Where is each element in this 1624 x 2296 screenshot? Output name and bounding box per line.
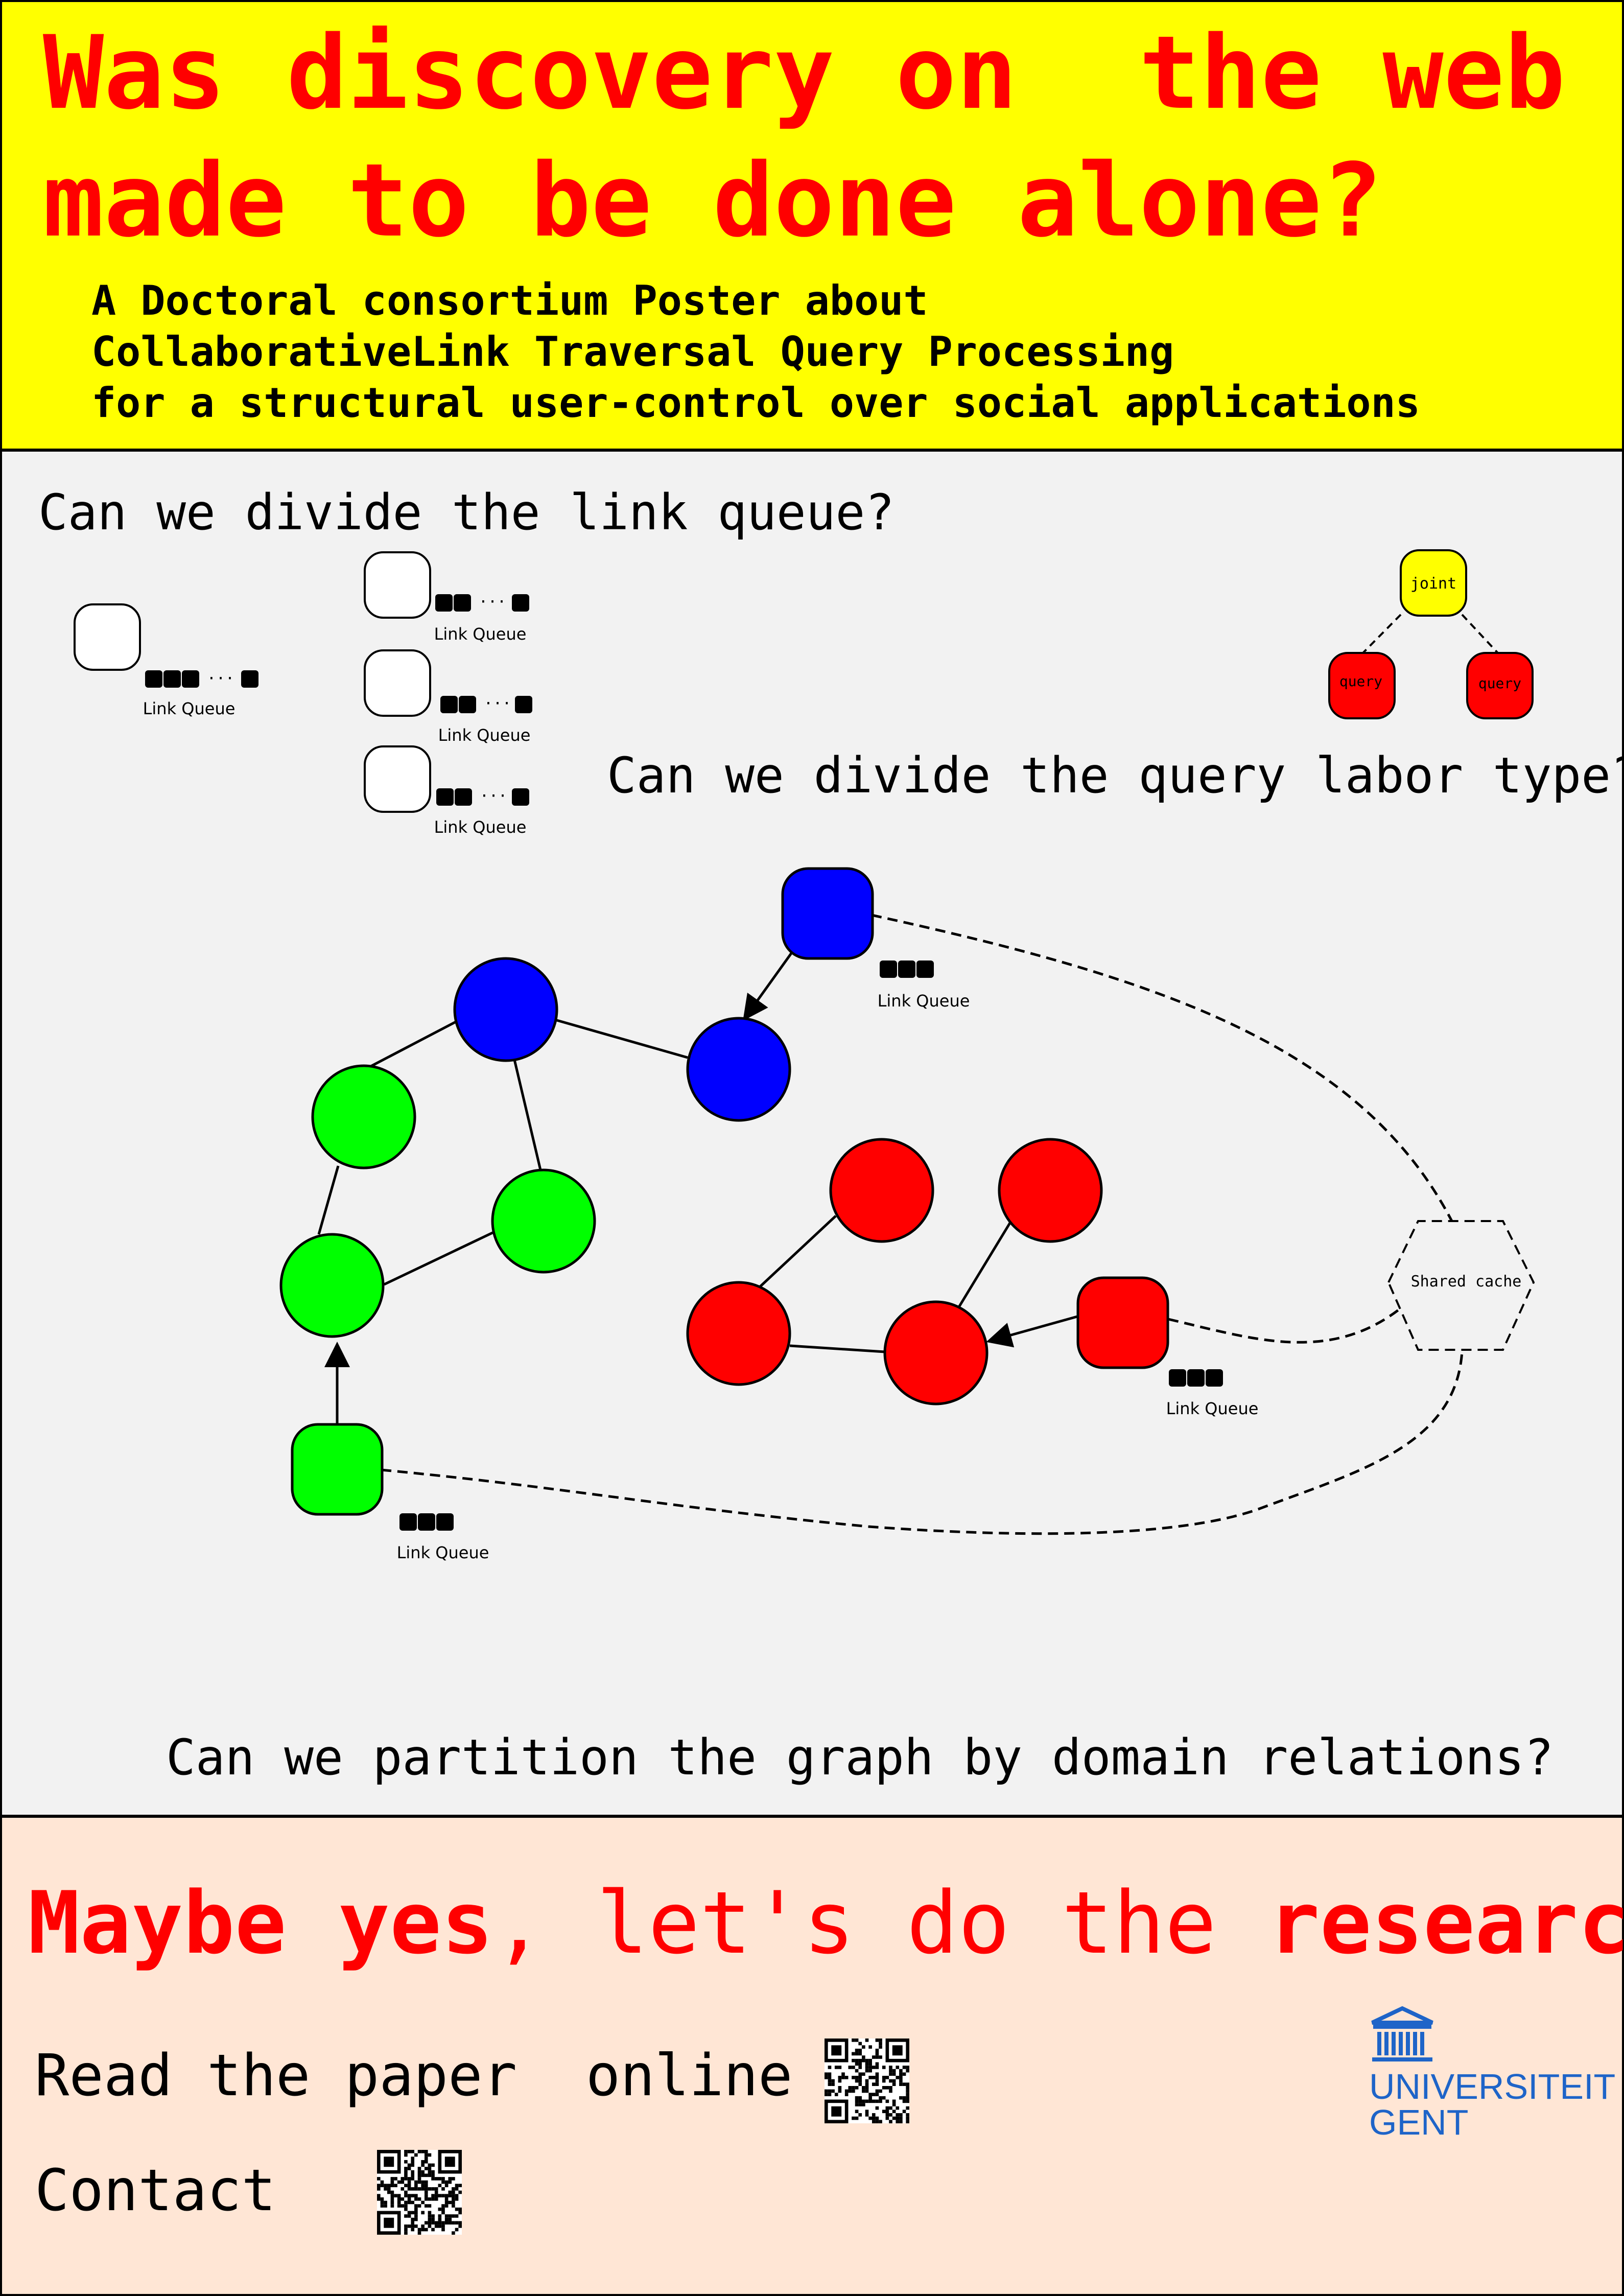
answer-headline: Maybe yes, let's do the research <box>28 1880 1624 1966</box>
answer-middle: , let's do the <box>493 1873 1268 1973</box>
labor-type-tree: joint query query <box>1328 549 1534 719</box>
logo-line-1: UNIVERSITEIT <box>1369 2067 1616 2106</box>
collaborative-traversal-diagram: ··· Link Queue ··· Link Queue ··· Link Q… <box>74 549 1535 1562</box>
subtitle-line-3: for a structural user-control over socia… <box>91 379 1420 427</box>
link-queue-label: Link Queue <box>434 624 527 644</box>
link-queue-label: Link Queue <box>397 1543 489 1562</box>
red-node <box>829 1138 934 1243</box>
ugent-logo: UNIVERSITEIT GENT <box>1369 2005 1615 2140</box>
cache-links <box>381 913 1464 1535</box>
red-node <box>883 1300 988 1405</box>
queue-ellipsis: ··· <box>479 593 506 611</box>
query-label: query <box>1478 675 1521 692</box>
blue-edges <box>317 947 796 1286</box>
queue-ellipsis: ··· <box>484 695 511 713</box>
joint-query-node <box>1400 549 1467 617</box>
queue-ellipsis: ··· <box>480 787 507 805</box>
link-queue-label: Link Queue <box>143 699 236 718</box>
blue-node <box>686 1017 791 1122</box>
link-queue-label: Link Queue <box>438 725 531 745</box>
query-agent-box <box>74 603 141 671</box>
green-node <box>311 1064 416 1169</box>
query-node <box>1466 652 1534 719</box>
contact-text: Contact <box>35 2158 276 2224</box>
shared-cache-label: Shared cache <box>1411 1273 1522 1291</box>
question-labor-type: Can we divide the query labor type? <box>607 747 1624 804</box>
question-partition: Can we partition the graph by domain rel… <box>166 1729 1554 1786</box>
red-node <box>686 1281 791 1386</box>
green-node <box>279 1233 385 1338</box>
green-partition: Link Queue <box>279 1064 596 1562</box>
query-agent-box <box>364 649 431 717</box>
green-query-agent <box>291 1423 384 1516</box>
shared-cache-node <box>1387 1220 1535 1351</box>
read-paper-text: Read the paper online <box>35 2043 793 2109</box>
title-line-2: made to be done alone? <box>43 142 1383 260</box>
queue-ellipsis: ··· <box>207 670 234 688</box>
link-queue-label: Link Queue <box>1166 1399 1259 1418</box>
query-agent-box <box>364 551 431 619</box>
red-node <box>998 1138 1103 1243</box>
title-line-1: Was discovery on the web <box>43 14 1566 132</box>
green-node <box>491 1168 596 1274</box>
subtitle-line-2: CollaborativeLink Traversal Query Proces… <box>91 328 1174 376</box>
red-edges <box>758 1215 1079 1353</box>
university-building-icon <box>1371 2006 1433 2061</box>
header-banner: Was discovery on the web made to be done… <box>0 0 1624 451</box>
blue-node <box>453 957 558 1062</box>
question-link-queue: Can we divide the link queue? <box>38 484 895 541</box>
answer-research: research <box>1268 1873 1624 1973</box>
red-partition: Link Queue <box>686 1138 1259 1418</box>
answer-maybe-yes: Maybe yes <box>28 1873 493 1973</box>
query-label: query <box>1339 673 1382 690</box>
joint-label: joint <box>1410 575 1456 593</box>
single-agent-group: ··· Link Queue <box>74 603 258 718</box>
query-node <box>1328 652 1396 719</box>
logo-line-2: GENT <box>1369 2102 1469 2142</box>
divided-agents-group: ··· Link Queue ··· Link Queue ··· Link Q… <box>364 551 532 837</box>
paper-qr-code[interactable] <box>825 2039 909 2123</box>
link-queue-label: Link Queue <box>434 817 527 837</box>
blue-query-agent <box>781 867 874 960</box>
blue-partition: Link Queue <box>453 867 970 1122</box>
link-queue-blocks: ··· <box>145 670 258 688</box>
footer-section <box>0 1816 1624 2296</box>
link-queue-label: Link Queue <box>878 991 970 1011</box>
subtitle-line-1: A Doctoral consortium Poster about <box>91 277 928 324</box>
query-agent-box <box>364 745 431 813</box>
red-query-agent <box>1076 1276 1169 1369</box>
contact-qr-code[interactable] <box>377 2150 462 2235</box>
